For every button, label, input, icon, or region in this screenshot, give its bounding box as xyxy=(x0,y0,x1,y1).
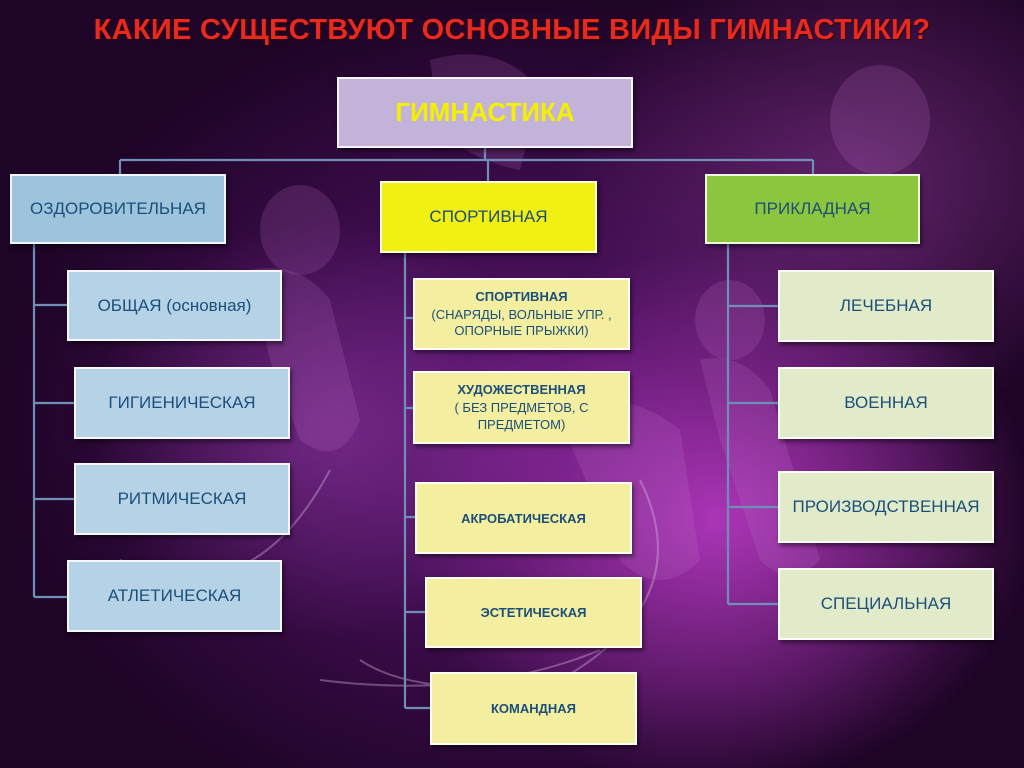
leaf-team: КОМАНДНАЯ xyxy=(430,672,637,745)
category-health: ОЗДОРОВИТЕЛЬНАЯ xyxy=(10,174,226,244)
leaf-artistic-title: СПОРТИВНАЯ xyxy=(475,288,568,304)
leaf-athletic: АТЛЕТИЧЕСКАЯ xyxy=(67,560,282,632)
leaf-aesthetic: ЭСТЕТИЧЕСКАЯ xyxy=(425,577,642,648)
leaf-special: СПЕЦИАЛЬНАЯ xyxy=(778,568,994,640)
leaf-artistic-sub: (СНАРЯДЫ, ВОЛЬНЫЕ УПР. , ОПОРНЫЕ ПРЫЖКИ) xyxy=(431,306,612,339)
category-applied: ПРИКЛАДНАЯ xyxy=(705,174,920,244)
leaf-hygienic: ГИГИЕНИЧЕСКАЯ xyxy=(74,367,290,439)
leaf-industrial: ПРОИЗВОДСТВЕННАЯ xyxy=(778,471,994,543)
leaf-artistic: СПОРТИВНАЯ (СНАРЯДЫ, ВОЛЬНЫЕ УПР. , ОПОР… xyxy=(413,278,630,350)
leaf-rhythmic-gymnastics-title: ХУДОЖЕСТВЕННАЯ xyxy=(457,382,586,398)
leaf-rhythmic-gymnastics: ХУДОЖЕСТВЕННАЯ ( БЕЗ ПРЕДМЕТОВ, С ПРЕДМЕ… xyxy=(413,371,630,444)
leaf-rhythmic-gymnastics-sub: ( БЕЗ ПРЕДМЕТОВ, С ПРЕДМЕТОМ) xyxy=(454,400,589,432)
leaf-acrobatic: АКРОБАТИЧЕСКАЯ xyxy=(415,482,632,554)
category-sport: СПОРТИВНАЯ xyxy=(380,181,597,253)
leaf-military: ВОЕННАЯ xyxy=(778,367,994,439)
leaf-general: ОБЩАЯ (основная) xyxy=(67,270,282,341)
leaf-therapeutic: ЛЕЧЕБНАЯ xyxy=(778,270,994,342)
root-node: ГИМНАСТИКА xyxy=(337,77,633,148)
leaf-rhythmic: РИТМИЧЕСКАЯ xyxy=(74,463,290,535)
page-title: КАКИЕ СУЩЕСТВУЮТ ОСНОВНЫЕ ВИДЫ ГИМНАСТИК… xyxy=(93,14,931,46)
